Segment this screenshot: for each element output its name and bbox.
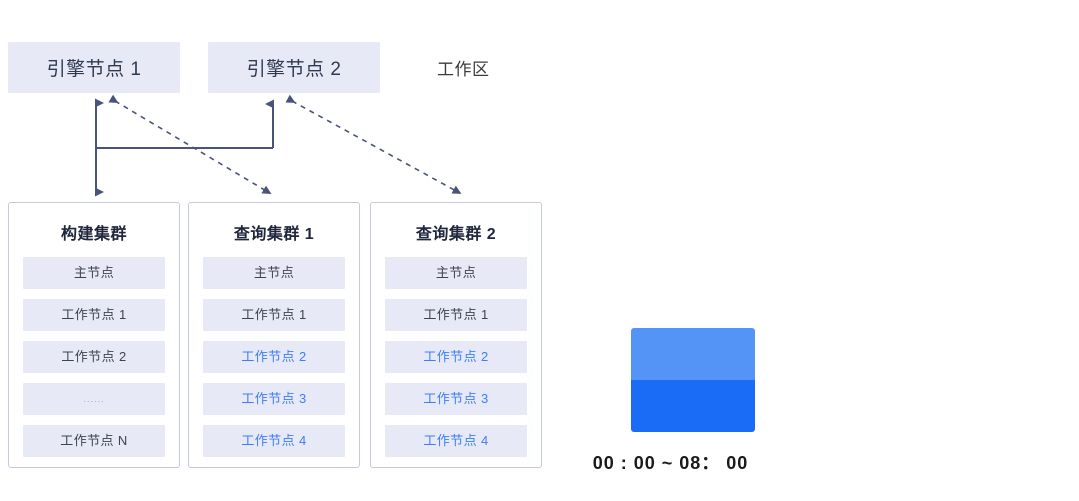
legend-color-swatch [631, 328, 755, 432]
node-item[interactable]: 工作节点 1 [203, 299, 345, 331]
cluster-build-node-list: 主节点 工作节点 1 工作节点 2 ...... 工作节点 N [9, 257, 179, 457]
node-item[interactable]: 工作节点 3 [203, 383, 345, 415]
workspace-label: 工作区 [437, 60, 490, 79]
legend-time-range-caption: 00 : 00 ~ 08： 00 [592, 453, 749, 473]
legend: 00 : 00 ~ 08： 00 [586, 328, 755, 475]
engine-node-1-label: 引擎节点 1 [46, 59, 142, 80]
cluster-query-1-node-list: 主节点 工作节点 1 工作节点 2 工作节点 3 工作节点 4 [189, 257, 359, 457]
node-item[interactable]: 工作节点 1 [23, 299, 165, 331]
node-item[interactable]: 工作节点 3 [385, 383, 527, 415]
node-item-ellipsis: ...... [23, 383, 165, 415]
engine-node-2-label: 引擎节点 2 [246, 59, 342, 80]
cluster-query-2[interactable]: 查询集群 2 主节点 工作节点 1 工作节点 2 工作节点 3 工作节点 4 [370, 202, 542, 468]
legend-swatch-top [631, 328, 755, 380]
node-item[interactable]: 主节点 [203, 257, 345, 289]
solid-link-engine2-build [96, 99, 274, 149]
node-item[interactable]: 工作节点 1 [385, 299, 527, 331]
engine-node-2-box[interactable]: 引擎节点 2 [208, 42, 380, 93]
legend-swatch-bottom [631, 380, 755, 432]
cluster-query-1-title: 查询集群 1 [233, 226, 315, 243]
cluster-build-title: 构建集群 [60, 226, 127, 243]
node-item[interactable]: 工作节点 4 [385, 425, 527, 457]
cluster-build[interactable]: 构建集群 主节点 工作节点 1 工作节点 2 ...... 工作节点 N [8, 202, 180, 468]
engine-node-1-box[interactable]: 引擎节点 1 [8, 42, 180, 93]
cluster-query-2-node-list: 主节点 工作节点 1 工作节点 2 工作节点 3 工作节点 4 [371, 257, 541, 457]
node-item[interactable]: 主节点 [23, 257, 165, 289]
node-item[interactable]: 工作节点 2 [203, 341, 345, 373]
node-item[interactable]: 工作节点 2 [385, 341, 527, 373]
dashed-link-engine1-query1 [108, 94, 272, 195]
dashed-link-engine2-query2 [285, 94, 462, 194]
node-item[interactable]: 工作节点 N [23, 425, 165, 457]
cluster-query-2-title: 查询集群 2 [415, 226, 497, 243]
cluster-query-1[interactable]: 查询集群 1 主节点 工作节点 1 工作节点 2 工作节点 3 工作节点 4 [188, 202, 360, 468]
node-item[interactable]: 工作节点 2 [23, 341, 165, 373]
node-item[interactable]: 工作节点 4 [203, 425, 345, 457]
node-item[interactable]: 主节点 [385, 257, 527, 289]
